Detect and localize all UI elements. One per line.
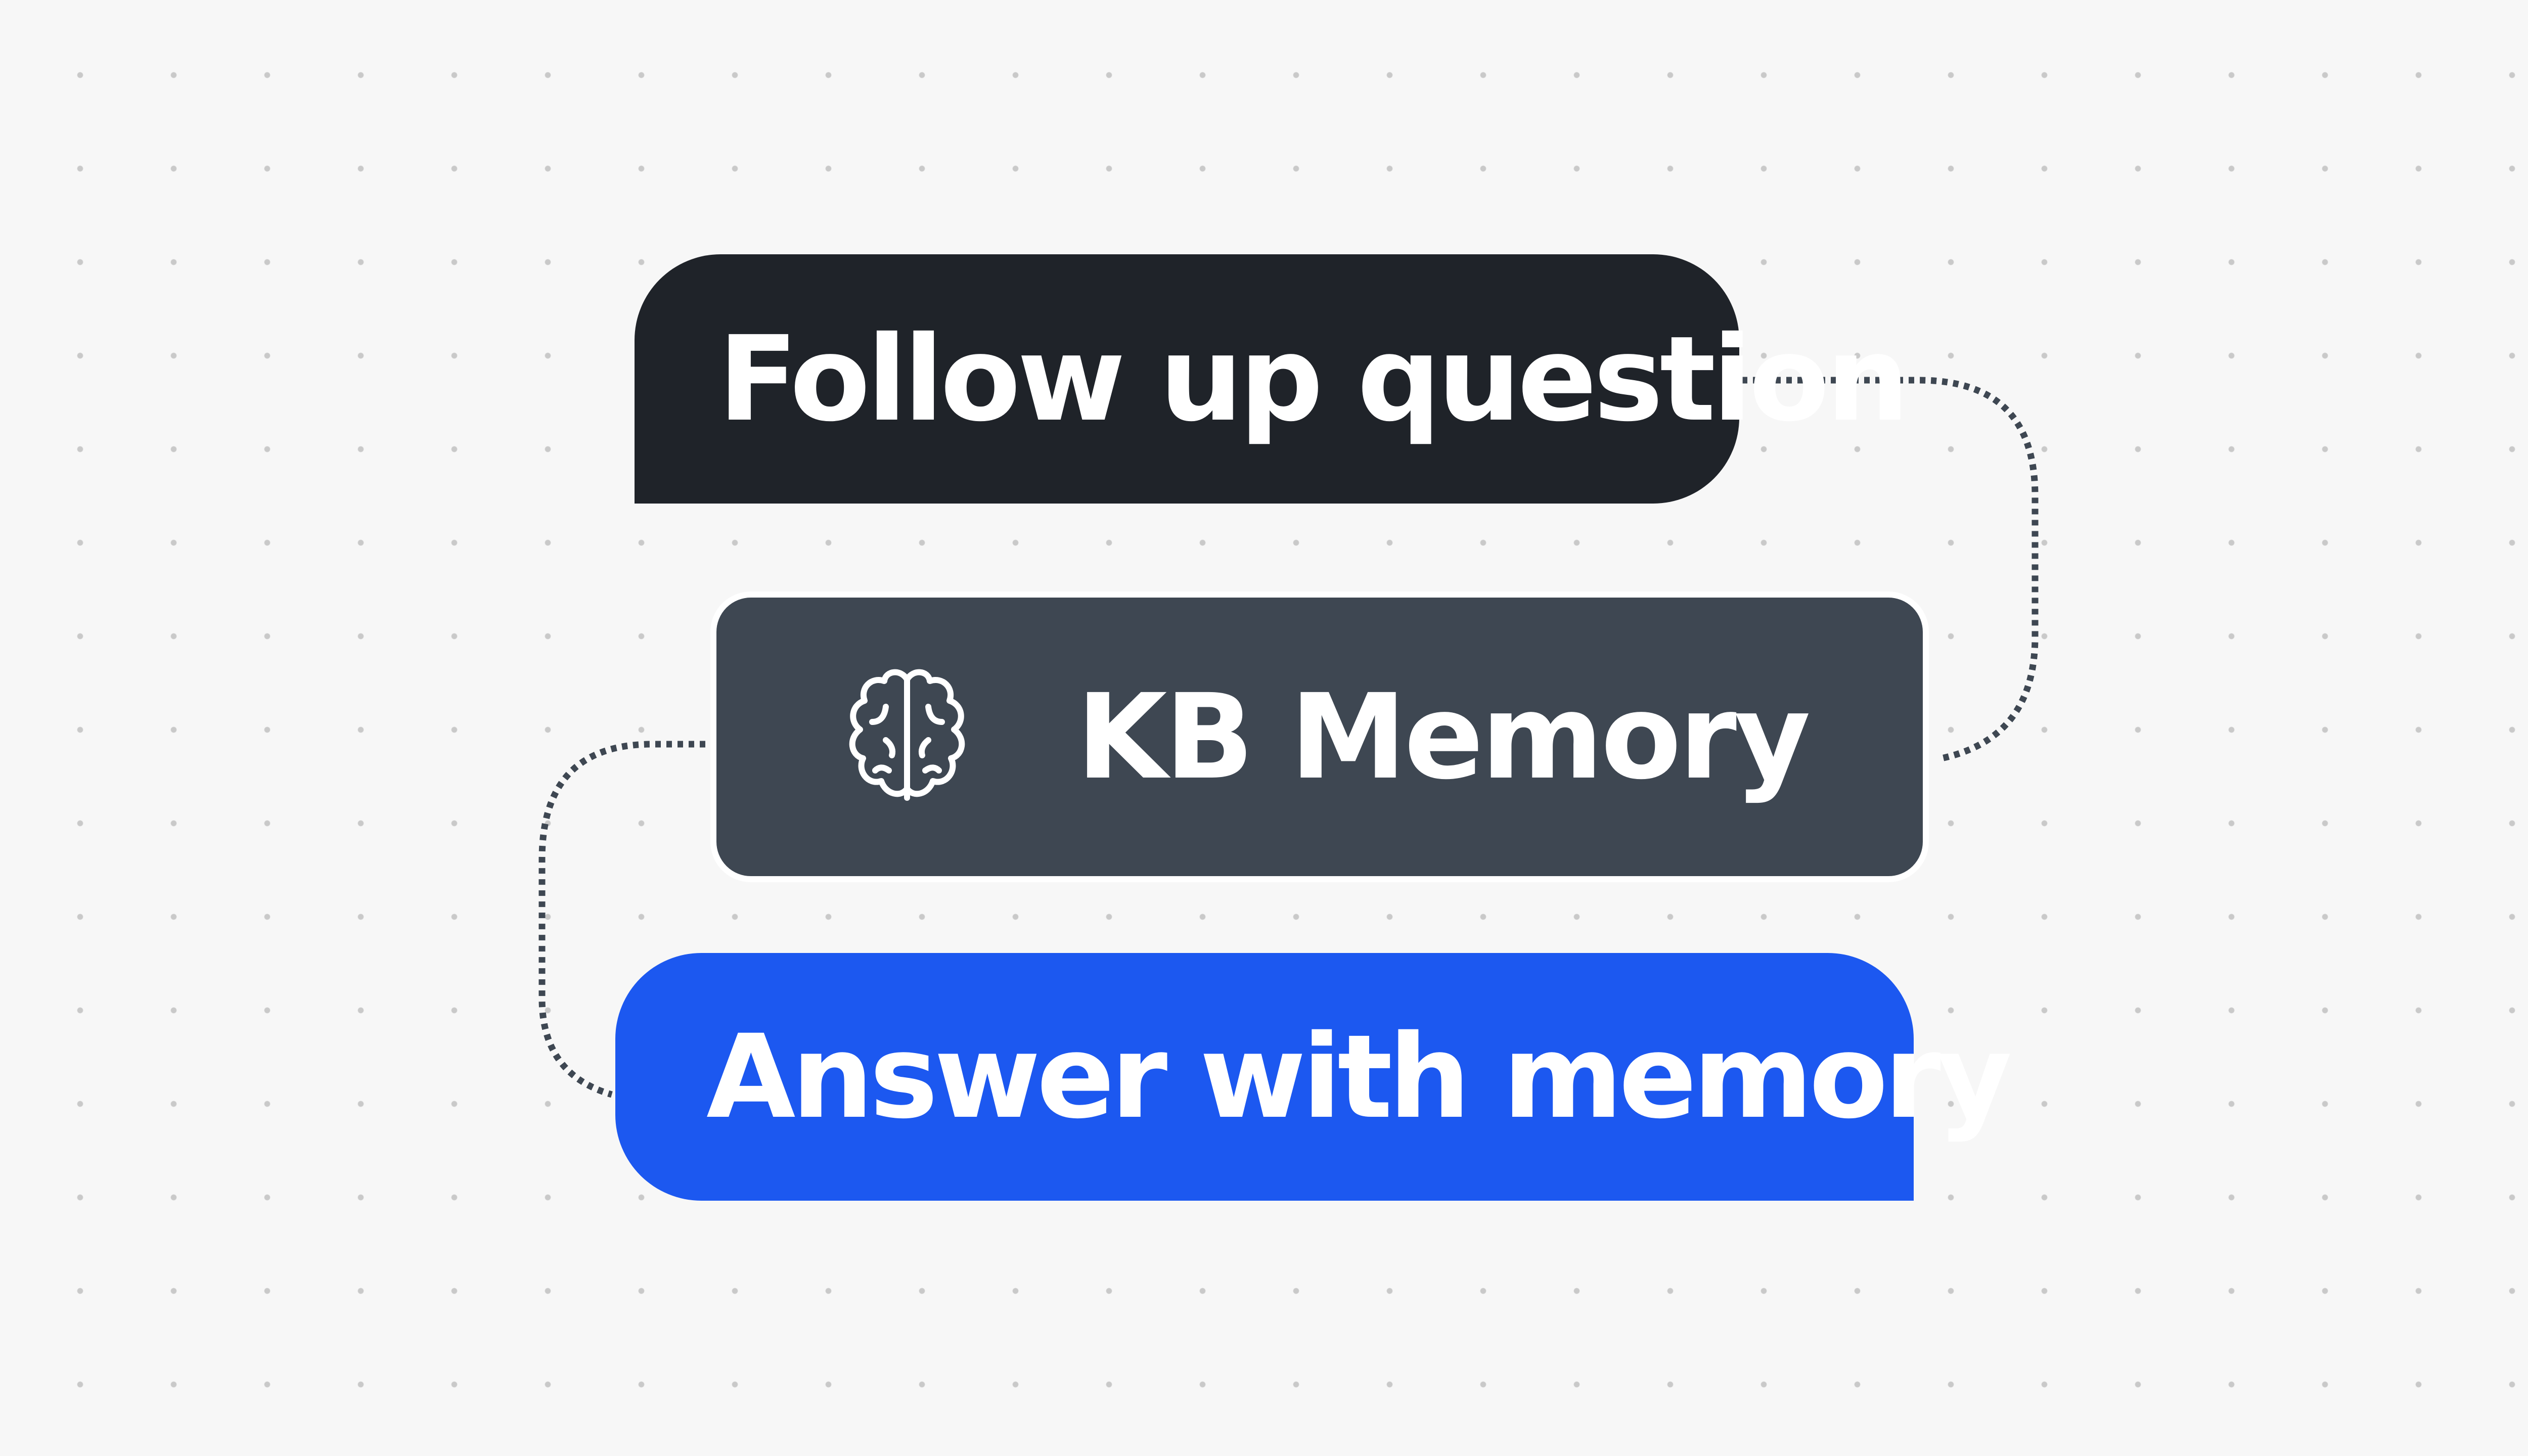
brain-icon [849, 669, 965, 801]
follow-up-question-node[interactable]: Follow up question [635, 254, 1910, 504]
answer-with-memory-label: Answer with memory [706, 1010, 2012, 1144]
follow-up-question-label: Follow up question [718, 310, 1910, 447]
answer-with-memory-node[interactable]: Answer with memory [615, 953, 2012, 1201]
kb-memory-label: KB Memory [1076, 668, 1811, 805]
connector-follow-up-to-kb-memory [1742, 377, 2039, 762]
kb-memory-node[interactable]: KB Memory [710, 592, 1929, 882]
connector-kb-memory-to-answer [538, 741, 705, 1098]
